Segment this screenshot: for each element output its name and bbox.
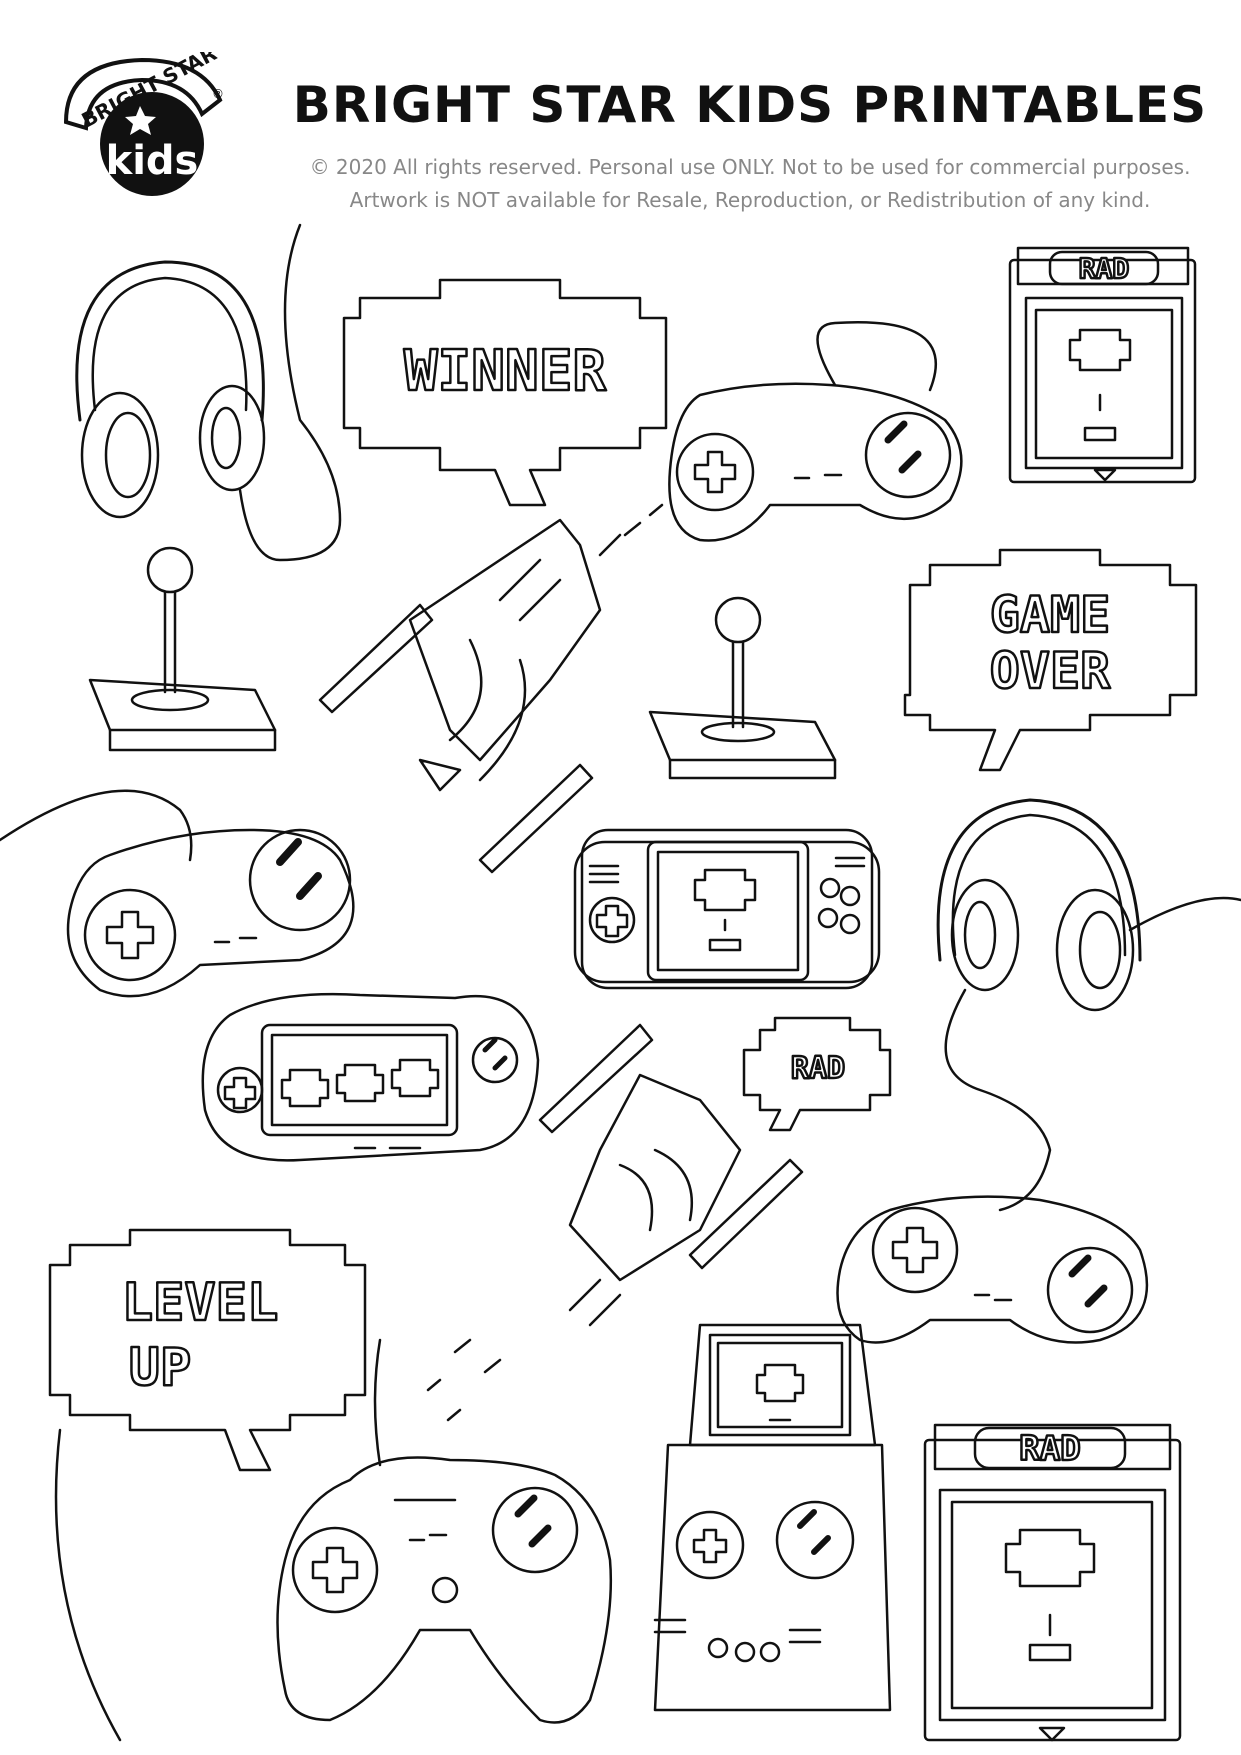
cartridge-label-bottom: RAD: [1019, 1429, 1080, 1469]
bubble-level-up-line2: UP: [129, 1338, 192, 1398]
bubble-game-over-line2: OVER: [990, 642, 1111, 700]
page-title: BRIGHT STAR KIDS PRINTABLES: [292, 76, 1208, 134]
headphones-icon: [936, 798, 1241, 1212]
speech-bubble-level-up: LEVEL UP: [48, 1228, 367, 1742]
spaceship-icon: [318, 503, 664, 874]
logo-trademark: ®: [212, 87, 224, 101]
gamepad-icon: [836, 1195, 1149, 1344]
handheld-console-icon: [573, 828, 881, 990]
speech-bubble-rad: RAD: [742, 1016, 892, 1132]
bubble-winner-text: WINNER: [404, 339, 607, 404]
joystick-icon: [648, 596, 837, 780]
joystick-icon: [88, 546, 277, 752]
handheld-console-icon: [653, 1323, 892, 1712]
headphones-icon: [75, 223, 342, 562]
speech-bubble-winner: WINNER: [342, 278, 668, 507]
redistribution-notice: Artwork is NOT available for Resale, Rep…: [349, 188, 1151, 212]
cartridge-label-top: RAD: [1079, 252, 1130, 285]
gamepad-icon: [276, 1338, 613, 1724]
spaceship-icon: [426, 1023, 804, 1422]
bubble-level-up-line1: LEVEL: [122, 1273, 279, 1333]
bubble-rad-text: RAD: [791, 1051, 845, 1086]
bubble-game-over-line1: GAME: [990, 586, 1110, 644]
coloring-artwork: WINNER RAD: [0, 215, 1241, 1755]
gamepad-icon: [0, 789, 355, 998]
game-cartridge-icon: RAD: [923, 1423, 1182, 1742]
game-cartridge-icon: RAD: [1008, 246, 1197, 484]
handheld-console-icon: [201, 992, 540, 1162]
copyright-notice: © 2020 All rights reserved. Personal use…: [309, 155, 1191, 179]
brand-logo: BRIGHT STAR kids ®: [52, 52, 230, 202]
gamepad-icon: [668, 321, 963, 542]
speech-bubble-game-over: GAME OVER: [903, 548, 1198, 772]
logo-center-text: kids: [106, 138, 199, 184]
